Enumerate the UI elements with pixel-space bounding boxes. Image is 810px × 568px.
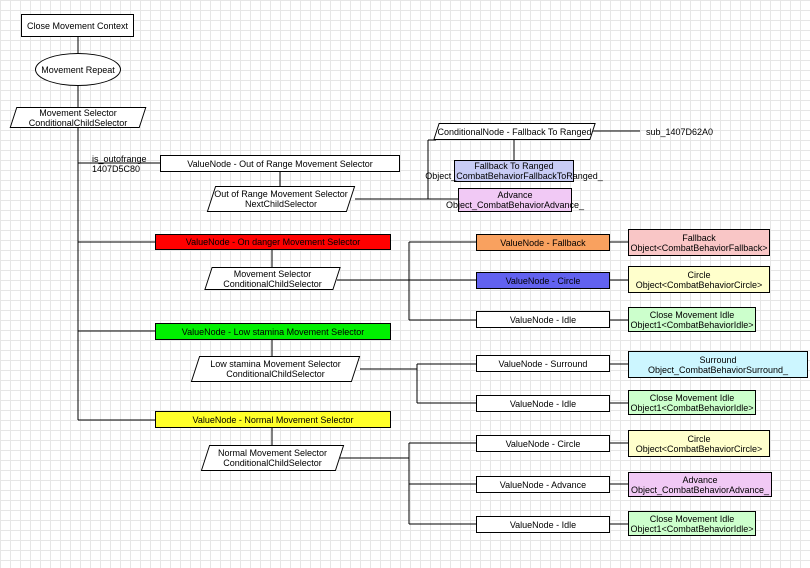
advance-object-2-label-1: Advance — [682, 474, 718, 485]
fallback-object-label-1: Fallback — [682, 232, 716, 243]
idle-object-3-label-2: Object1<CombatBehaviorIdle> — [630, 523, 754, 534]
normal-movement-selector-node[interactable]: Normal Movement Selector ConditionalChil… — [205, 445, 340, 471]
circle-object-2-label-2: Object<CombatBehaviorCircle> — [635, 443, 763, 454]
is-out-of-range-address: 1407D5C80 — [92, 164, 141, 174]
danger-movement-selector-node[interactable]: Movement Selector ConditionalChildSelect… — [208, 267, 337, 290]
value-node-idle-2[interactable]: ValueNode - Idle — [476, 395, 610, 412]
danger-selector-label-1: Movement Selector — [233, 268, 312, 279]
value-node-idle-2-label: ValueNode - Idle — [509, 398, 577, 409]
value-node-circle-2-label: ValueNode - Circle — [505, 438, 581, 449]
movement-repeat-label: Movement Repeat — [41, 64, 115, 75]
value-node-on-danger-label: ValueNode - On danger Movement Selector — [185, 237, 361, 247]
out-of-range-selector-label-2: NextChildSelector — [244, 199, 318, 209]
value-node-normal-label: ValueNode - Normal Movement Selector — [192, 414, 354, 425]
circle-object-1-label-2: Object<CombatBehaviorCircle> — [635, 279, 763, 290]
circle-object-node-2[interactable]: Circle Object<CombatBehaviorCircle> — [628, 430, 770, 457]
advance-object-node-2[interactable]: Advance Object_CombatBehaviorAdvance_ — [628, 472, 772, 497]
fallback-object-node[interactable]: Fallback Object<CombatBehaviorFallback> — [628, 229, 770, 256]
value-node-fallback[interactable]: ValueNode - Fallback — [476, 234, 610, 251]
value-node-surround[interactable]: ValueNode - Surround — [476, 355, 610, 372]
advance-node-1[interactable]: Advance Object_CombatBehaviorAdvance_ — [446, 188, 584, 212]
value-node-surround-label: ValueNode - Surround — [498, 358, 588, 369]
danger-selector-label-2: ConditionalChildSelector — [223, 278, 322, 289]
value-node-normal[interactable]: ValueNode - Normal Movement Selector — [155, 411, 391, 428]
advance-1-label-1: Advance — [497, 190, 533, 200]
value-node-low-stamina[interactable]: ValueNode - Low stamina Movement Selecto… — [155, 323, 391, 340]
circle-object-2-label-1: Circle — [687, 433, 711, 444]
sub-address-text: sub_1407D62A0 — [646, 126, 714, 137]
surround-object-label-2: Object_CombatBehaviorSurround_ — [647, 364, 789, 375]
movement-selector-node[interactable]: Movement Selector ConditionalChildSelect… — [13, 107, 143, 128]
value-node-idle-1[interactable]: ValueNode - Idle — [476, 311, 610, 328]
surround-object-node[interactable]: Surround Object_CombatBehaviorSurround_ — [628, 351, 808, 378]
movement-repeat-node[interactable]: Movement Repeat — [35, 53, 121, 86]
circle-object-node-1[interactable]: Circle Object<CombatBehaviorCircle> — [628, 266, 770, 293]
low-stamina-selector-label-1: Low stamina Movement Selector — [210, 359, 341, 369]
normal-selector-label-2: ConditionalChildSelector — [223, 458, 322, 468]
sub-address-label: sub_1407D62A0 — [646, 125, 726, 138]
fallback-to-ranged-node[interactable]: Fallback To Ranged Object_CombatBehavior… — [425, 160, 603, 182]
value-node-idle-1-label: ValueNode - Idle — [509, 314, 577, 325]
close-movement-context-node[interactable]: Close Movement Context — [21, 14, 134, 37]
value-node-advance[interactable]: ValueNode - Advance — [476, 476, 610, 493]
value-node-advance-label: ValueNode - Advance — [499, 479, 587, 490]
value-node-circle-2[interactable]: ValueNode - Circle — [476, 435, 610, 452]
value-node-circle-1[interactable]: ValueNode - Circle — [476, 272, 610, 289]
fallback-to-ranged-label-2: Object_CombatBehaviorFallbackToRanged_ — [425, 171, 603, 181]
value-node-circle-1-label: ValueNode - Circle — [505, 275, 581, 286]
out-of-range-selector-node[interactable]: Out of Range Movement Selector NextChild… — [211, 186, 351, 212]
value-node-idle-3[interactable]: ValueNode - Idle — [476, 516, 610, 533]
idle-object-2-label-2: Object1<CombatBehaviorIdle> — [630, 402, 754, 413]
out-of-range-selector-label-1: Out of Range Movement Selector — [214, 189, 348, 199]
fallback-object-label-2: Object<CombatBehaviorFallback> — [630, 242, 768, 253]
movement-selector-label-2: ConditionalChildSelector — [28, 117, 128, 128]
idle-object-2-label-1: Close Movement Idle — [649, 392, 735, 403]
idle-object-1-label-1: Close Movement Idle — [649, 309, 735, 320]
normal-selector-label-1: Normal Movement Selector — [217, 448, 328, 458]
low-stamina-selector-label-2: ConditionalChildSelector — [226, 369, 325, 379]
value-node-out-of-range[interactable]: ValueNode - Out of Range Movement Select… — [160, 155, 400, 172]
idle-object-3-label-1: Close Movement Idle — [649, 513, 735, 524]
circle-object-1-label-1: Circle — [687, 269, 711, 280]
fallback-to-ranged-label-1: Fallback To Ranged — [474, 161, 554, 171]
advance-1-label-2: Object_CombatBehaviorAdvance_ — [445, 200, 585, 210]
is-out-of-range-name: is_outofrange — [92, 154, 147, 164]
close-movement-context-label: Close Movement Context — [26, 20, 129, 31]
value-node-idle-3-label: ValueNode - Idle — [509, 519, 577, 530]
surround-object-label-1: Surround — [699, 354, 737, 365]
idle-object-1-label-2: Object1<CombatBehaviorIdle> — [630, 319, 754, 330]
movement-selector-label-1: Movement Selector — [39, 107, 117, 118]
idle-object-node-1[interactable]: Close Movement Idle Object1<CombatBehavi… — [628, 307, 756, 332]
value-node-fallback-label: ValueNode - Fallback — [500, 237, 586, 248]
advance-object-2-label-2: Object_CombatBehaviorAdvance_ — [630, 484, 770, 495]
conditional-fallback-ranged-node[interactable]: ConditionalNode - Fallback To Ranged — [436, 123, 593, 140]
value-node-low-stamina-label: ValueNode - Low stamina Movement Selecto… — [181, 326, 365, 337]
idle-object-node-3[interactable]: Close Movement Idle Object1<CombatBehavi… — [628, 511, 756, 536]
is-out-of-range-label: is_outofrange 1407D5C80 — [92, 153, 152, 175]
value-node-on-danger[interactable]: ValueNode - On danger Movement Selector — [155, 234, 391, 250]
value-node-out-of-range-label: ValueNode - Out of Range Movement Select… — [187, 158, 373, 169]
low-stamina-selector-node[interactable]: Low stamina Movement Selector Conditiona… — [195, 356, 356, 382]
idle-object-node-2[interactable]: Close Movement Idle Object1<CombatBehavi… — [628, 390, 756, 415]
conditional-fallback-ranged-label: ConditionalNode - Fallback To Ranged — [437, 126, 592, 137]
